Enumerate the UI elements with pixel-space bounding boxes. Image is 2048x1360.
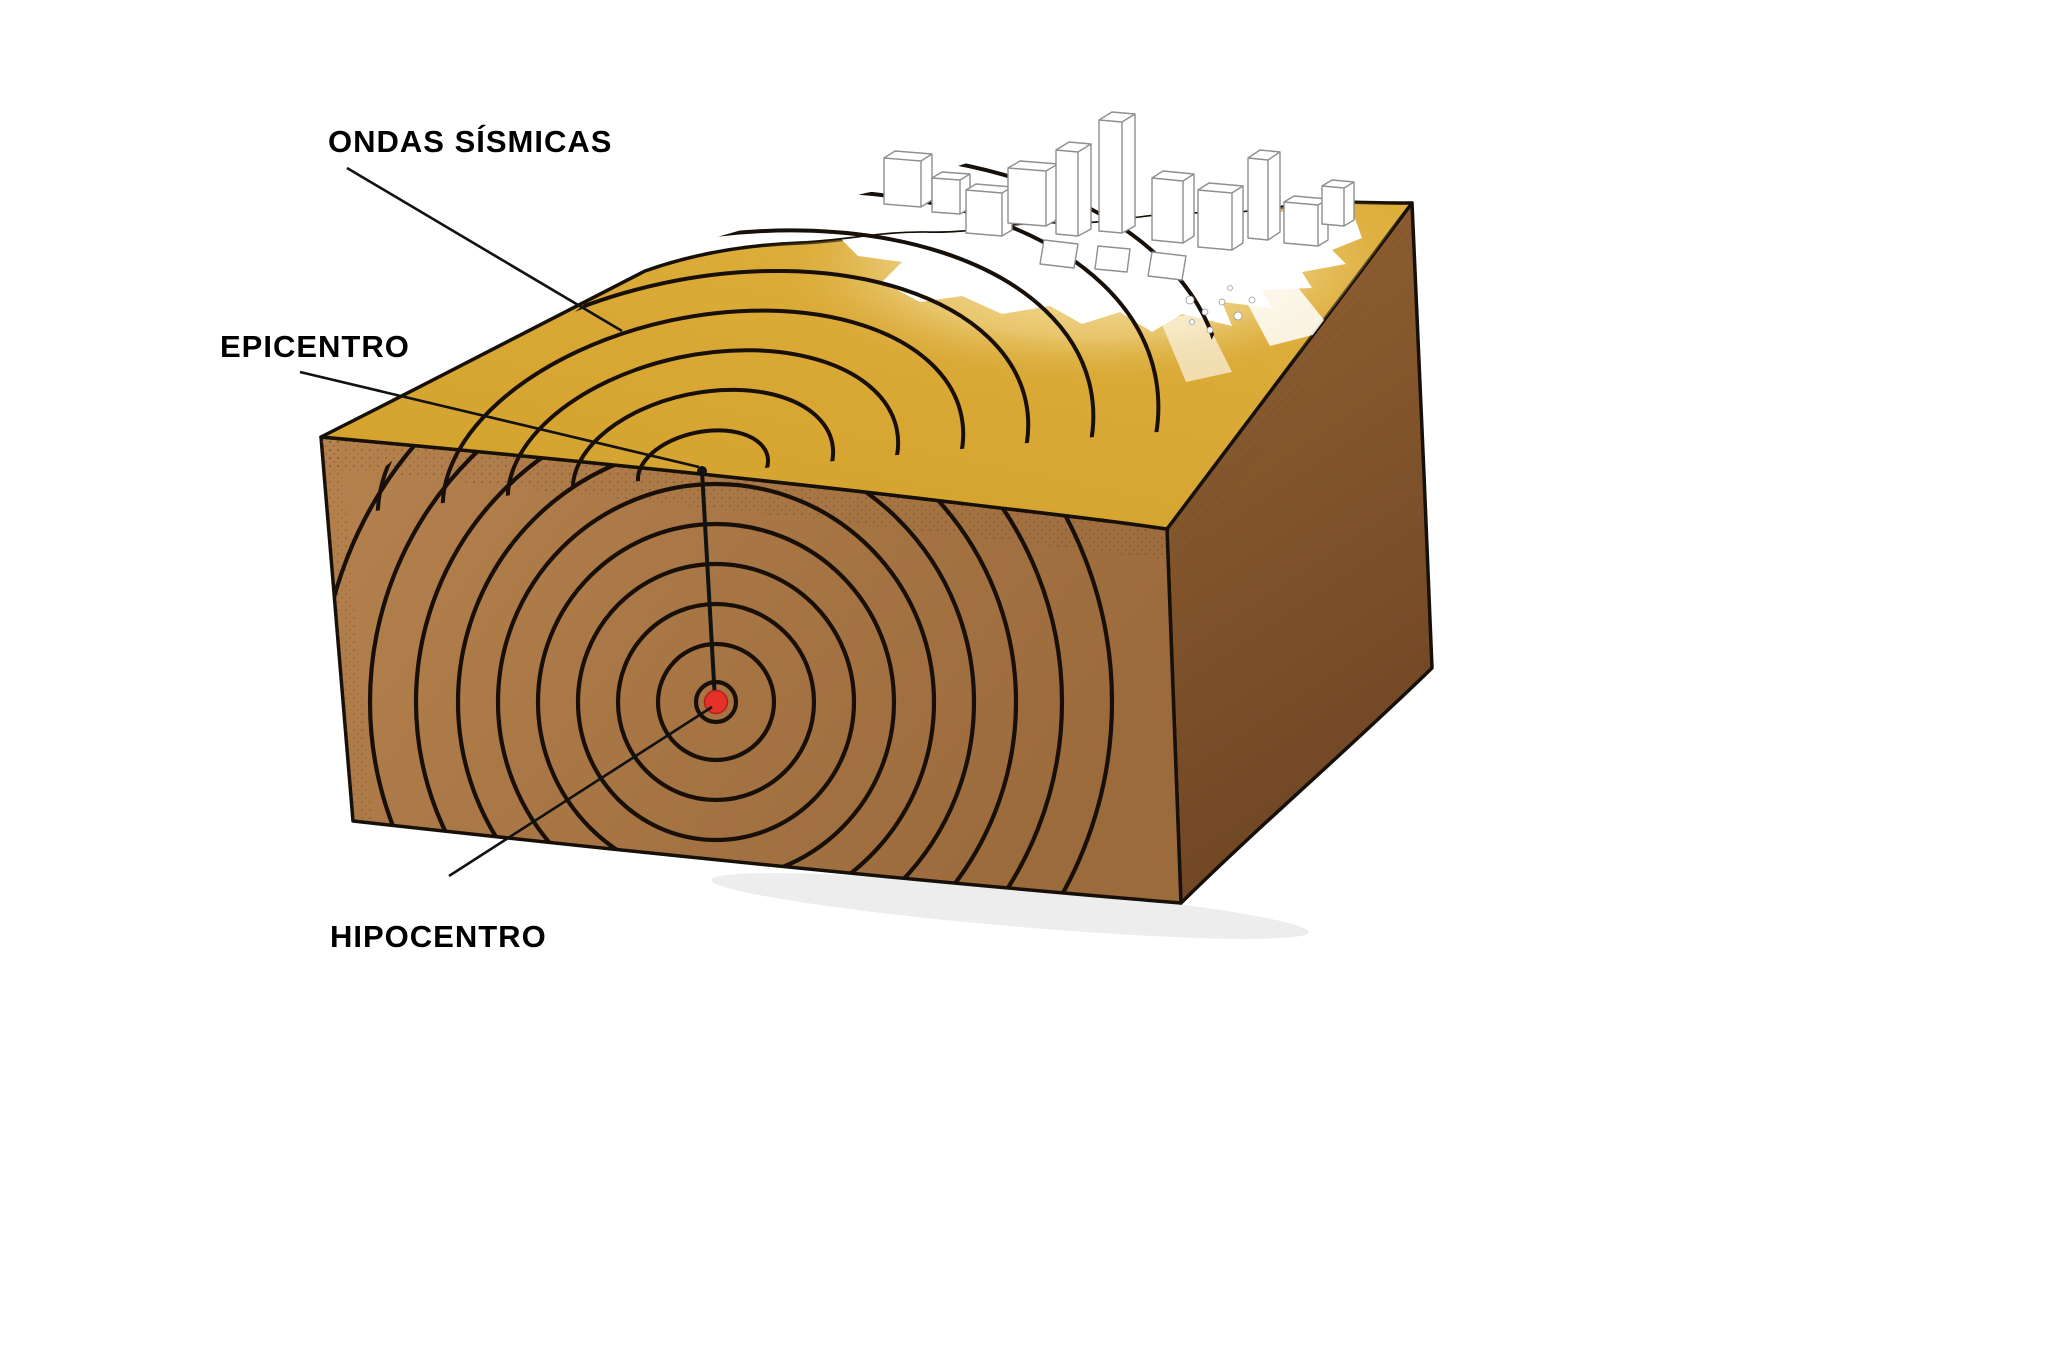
ondas-sismicas-label: ONDAS SÍSMICAS (328, 124, 612, 159)
city-building (1151, 170, 1195, 244)
city-rubble-slab (1147, 251, 1187, 281)
epicenter-hypocenter-line (700, 470, 717, 701)
annotations: ONDAS SÍSMICAS EPICENTRO HIPOCENTRO (220, 124, 713, 954)
earth-block (273, 111, 1434, 905)
city-building (883, 150, 933, 208)
city (883, 111, 1355, 281)
city-debris (1185, 285, 1256, 334)
city-rubble-slab (1039, 239, 1079, 269)
city-ground-tail-2 (1160, 312, 1232, 382)
block-right-face (1165, 201, 1434, 905)
hipocentro-label: HIPOCENTRO (330, 919, 547, 954)
city-building (1321, 179, 1355, 227)
city-ground-tail (1240, 280, 1332, 346)
epicentro-leader-line (299, 370, 700, 469)
ondas-sismicas-leader-line (346, 166, 623, 333)
front-face-texture (321, 437, 1167, 821)
epicenter-point (697, 466, 707, 476)
epicentro-label: EPICENTRO (220, 329, 410, 364)
city-building-tower (1055, 141, 1092, 237)
ground-shadow (711, 873, 1309, 939)
right-face-texture-band (1167, 203, 1412, 560)
hipocentro-leader-line (448, 705, 713, 878)
city-building (1197, 182, 1244, 251)
city-building-tower (1247, 149, 1281, 241)
city-building (931, 171, 971, 215)
city-rubble-slab (1094, 245, 1131, 273)
city-building-tower (1098, 111, 1136, 234)
city-building (1007, 160, 1059, 227)
city-building (965, 183, 1013, 237)
